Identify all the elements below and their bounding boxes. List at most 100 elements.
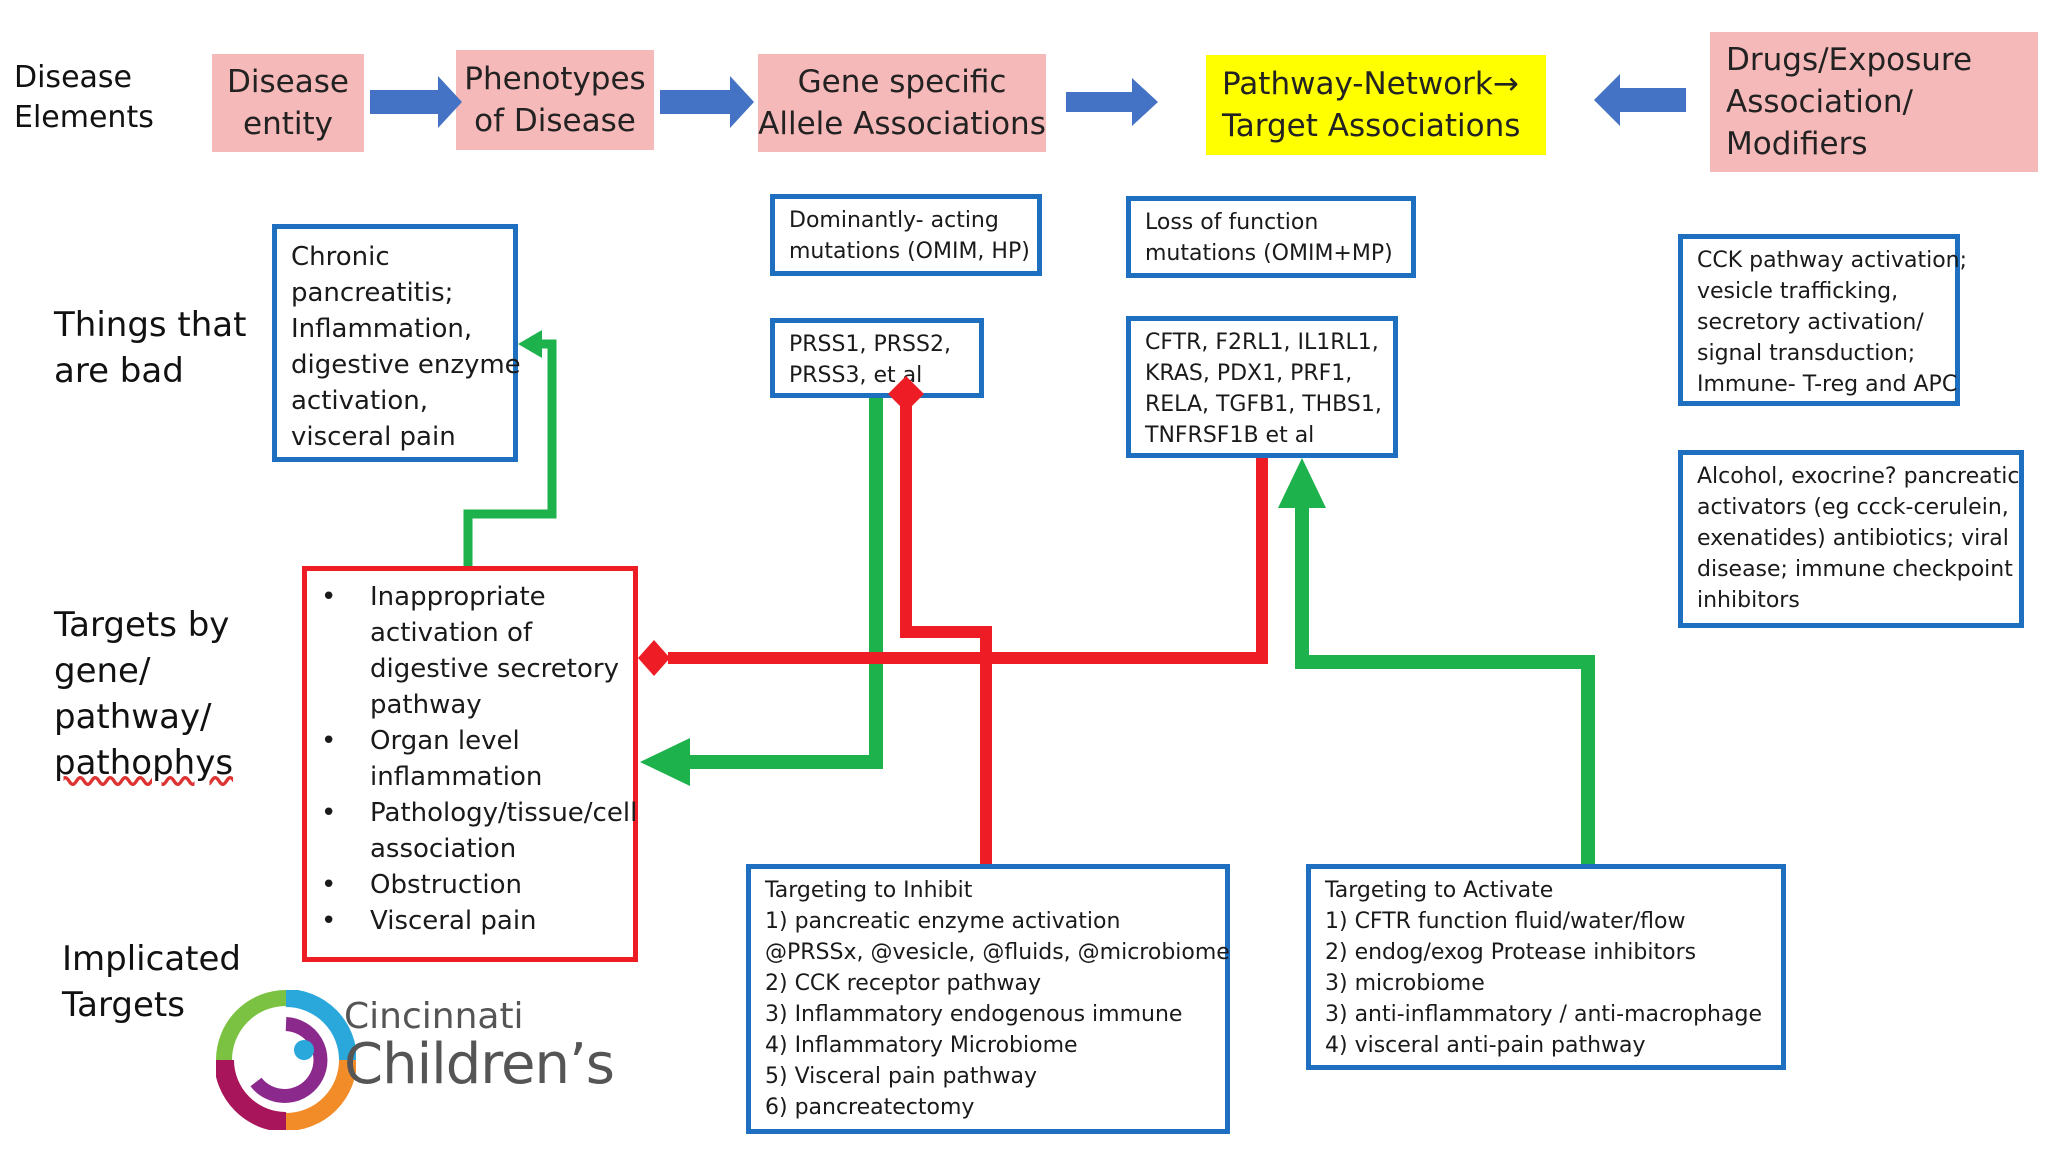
red-diamond-prss: [888, 376, 924, 412]
red-connector-cftr: [668, 458, 1268, 664]
targets-list-item: Visceral pain: [321, 903, 623, 939]
disease-entity-line2: entity: [243, 106, 333, 142]
pathway-network-line1: Pathway-Network→: [1222, 66, 1519, 102]
prss-genes-box: PRSS1, PRSS2, PRSS3, et al: [770, 318, 984, 398]
loss-line1: Loss of function: [1145, 210, 1319, 235]
inhibit-line7: 5) Visceral pain pathway: [765, 1064, 1037, 1089]
cftr-line1: CFTR, F2RL1, IL1RL1,: [1145, 330, 1379, 355]
target2-line2: inflammation: [370, 762, 543, 792]
label-implicated: Implicated Targets: [62, 936, 241, 1028]
logo-text-line1: Cincinnati: [344, 996, 524, 1037]
cck-line2: vesicle trafficking,: [1697, 279, 1899, 304]
label-disease-elements: Disease Elements: [14, 58, 154, 138]
blue-arrow-1: [370, 76, 462, 128]
cftr-line4: TNFRSF1B et al: [1145, 423, 1315, 448]
activate-line3: 2) endog/exog Protease inhibitors: [1325, 940, 1697, 965]
drugs-exposure-line2: Association/: [1726, 84, 1913, 120]
phenotypes-box: Phenotypes of Disease: [456, 50, 654, 150]
pathway-network-line2: Target Associations: [1222, 108, 1521, 144]
targeting-inhibit-box: Targeting to Inhibit 1) pancreatic enzym…: [746, 864, 1230, 1134]
label-targets-by-line2: gene/: [54, 651, 151, 691]
alcohol-line2: activators (eg ccck-cerulein,: [1697, 495, 2009, 520]
targets-list-item: Pathology/tissue/cell association: [321, 795, 638, 867]
green-connector-activate: [1295, 504, 1595, 864]
inhibit-line2: 1) pancreatic enzyme activation: [765, 909, 1121, 934]
phenotypes-line2: of Disease: [474, 103, 636, 139]
inhibit-line4: 2) CCK receptor pathway: [765, 971, 1042, 996]
blue-arrow-4: [1594, 74, 1686, 126]
inhibit-line3: @PRSSx, @vesicle, @fluids, @microbiome: [765, 940, 1230, 965]
inhibit-line5: 3) Inflammatory endogenous immune: [765, 1002, 1183, 1027]
chronic-pancreatitis-box: Chronic pancreatitis; Inflammation, dige…: [272, 224, 521, 462]
dominant-mutations-box: Dominantly- acting mutations (OMIM, HP): [770, 194, 1042, 276]
cck-line1: CCK pathway activation;: [1697, 248, 1968, 273]
red-connector-prss-inhibit: [900, 396, 992, 864]
target4-line1: Obstruction: [370, 870, 522, 900]
dominant-line1: Dominantly- acting: [789, 208, 999, 233]
label-disease-elements-line1: Disease: [14, 60, 132, 95]
alcohol-line5: inhibitors: [1697, 588, 1800, 613]
chronic-line3: Inflammation,: [291, 314, 473, 344]
target3-line1: Pathology/tissue/cell: [370, 798, 638, 828]
gene-specific-box: Gene specific Allele Associations: [758, 54, 1046, 152]
target3-line2: association: [370, 834, 517, 864]
dominant-line2: mutations (OMIM, HP): [789, 239, 1030, 264]
chronic-line1: Chronic: [291, 242, 390, 272]
red-diamond-targets: [638, 640, 670, 676]
target1-line2: activation of: [370, 618, 533, 648]
chronic-line4: digestive enzyme: [291, 350, 521, 380]
cincinnati-childrens-logo: Cincinnati Children’s: [216, 990, 656, 1132]
label-targets-by: Targets by gene/ pathway/ pathophys: [54, 602, 233, 786]
chronic-line6: visceral pain: [291, 422, 456, 452]
targeting-activate-box: Targeting to Activate 1) CFTR function f…: [1306, 864, 1786, 1070]
activate-line1: Targeting to Activate: [1325, 878, 1554, 903]
targets-list-item: Organ level inflammation: [321, 723, 623, 795]
pathway-network-box: Pathway-Network→ Target Associations: [1206, 55, 1546, 155]
cftr-genes-box: CFTR, F2RL1, IL1RL1, KRAS, PDX1, PRF1, R…: [1126, 316, 1398, 458]
cck-line3: secretory activation/: [1697, 310, 1924, 335]
chronic-line2: pancreatitis;: [291, 278, 454, 308]
inhibit-line6: 4) Inflammatory Microbiome: [765, 1033, 1078, 1058]
blue-arrow-2: [660, 76, 754, 128]
cftr-line3: RELA, TGFB1, THBS1,: [1145, 392, 1382, 417]
cftr-line2: KRAS, PDX1, PRF1,: [1145, 361, 1353, 386]
target5-line1: Visceral pain: [370, 906, 537, 936]
loss-of-function-box: Loss of function mutations (OMIM+MP): [1126, 196, 1416, 278]
label-targets-by-line3: pathway/: [54, 697, 212, 737]
activate-line2: 1) CFTR function fluid/water/flow: [1325, 909, 1686, 934]
logo-swirl-icon: [216, 990, 356, 1130]
logo-text-line2: Children’s: [344, 1032, 615, 1097]
label-implicated-line1: Implicated: [62, 939, 241, 979]
targets-list-box: Inappropriate activation of digestive se…: [302, 566, 638, 962]
alcohol-line3: exenatides) antibiotics; viral: [1697, 526, 2009, 551]
drugs-exposure-line3: Modifiers: [1726, 126, 1868, 162]
green-arrowhead-prss: [640, 738, 690, 786]
cck-pathway-box: CCK pathway activation; vesicle traffick…: [1678, 234, 1968, 406]
target1-line1: Inappropriate: [370, 582, 546, 612]
targets-list-item: Inappropriate activation of digestive se…: [321, 579, 623, 723]
label-disease-elements-line2: Elements: [14, 100, 154, 135]
target2-line1: Organ level: [370, 726, 520, 756]
targets-list-item: Obstruction: [321, 867, 623, 903]
label-targets-by-line1: Targets by: [54, 605, 230, 645]
activate-line4: 3) microbiome: [1325, 971, 1485, 996]
green-connector-chronic: [463, 339, 557, 566]
chronic-line5: activation,: [291, 386, 429, 416]
activate-line5: 3) anti-inflammatory / anti-macrophage: [1325, 1002, 1762, 1027]
alcohol-line1: Alcohol, exocrine? pancreatic: [1697, 464, 2020, 489]
label-implicated-line2: Targets: [62, 985, 185, 1025]
green-arrowhead-activate: [1278, 458, 1326, 508]
disease-entity-line1: Disease: [227, 64, 349, 100]
activate-line6: 4) visceral anti-pain pathway: [1325, 1033, 1646, 1058]
green-arrowhead-chronic: [518, 330, 542, 358]
cck-line4: signal transduction;: [1697, 341, 1916, 366]
label-things-bad-line2: are bad: [54, 351, 184, 391]
disease-entity-box: Disease entity: [212, 54, 364, 152]
label-things-bad: Things that are bad: [54, 302, 246, 394]
green-connector-prss: [690, 398, 883, 769]
inhibit-line1: Targeting to Inhibit: [765, 878, 973, 903]
gene-specific-line1: Gene specific: [797, 64, 1007, 100]
drugs-exposure-box: Drugs/Exposure Association/ Modifiers: [1710, 32, 2038, 172]
loss-line2: mutations (OMIM+MP): [1145, 241, 1393, 266]
